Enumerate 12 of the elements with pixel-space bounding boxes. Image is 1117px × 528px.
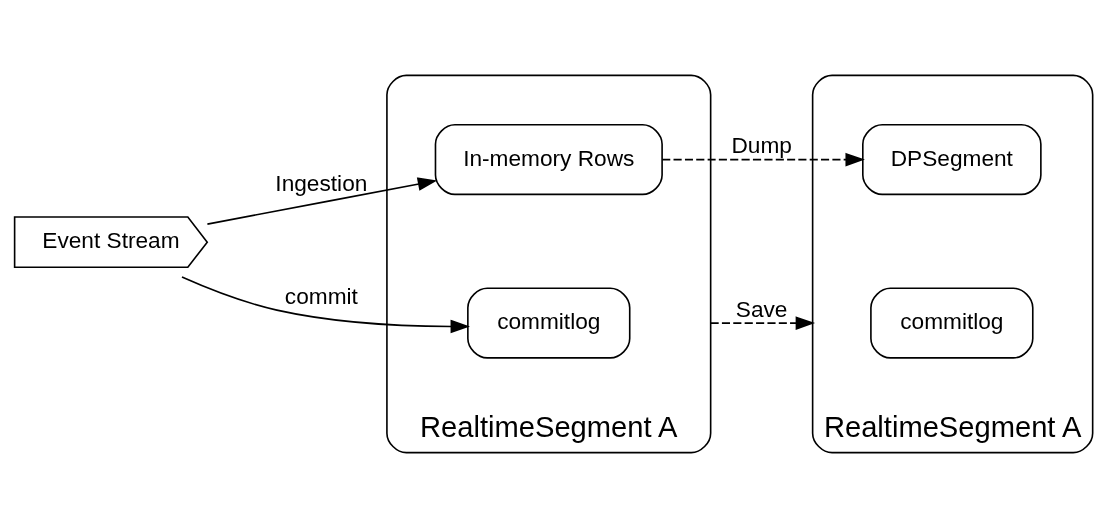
- node-box: DPSegment: [862, 124, 1042, 196]
- node-box: In-memory Rows: [434, 124, 663, 196]
- edge-label: Ingestion: [275, 169, 368, 196]
- arrow: [661, 152, 865, 167]
- arrow: [206, 177, 438, 225]
- arrow: [709, 316, 816, 330]
- edge-label: Save: [735, 295, 788, 322]
- arrow: [181, 276, 470, 334]
- edge-label: commit: [284, 282, 358, 309]
- node-box: commitlog: [467, 287, 631, 359]
- node-box: commitlog: [870, 287, 1034, 359]
- edge-label: Dump: [731, 132, 792, 159]
